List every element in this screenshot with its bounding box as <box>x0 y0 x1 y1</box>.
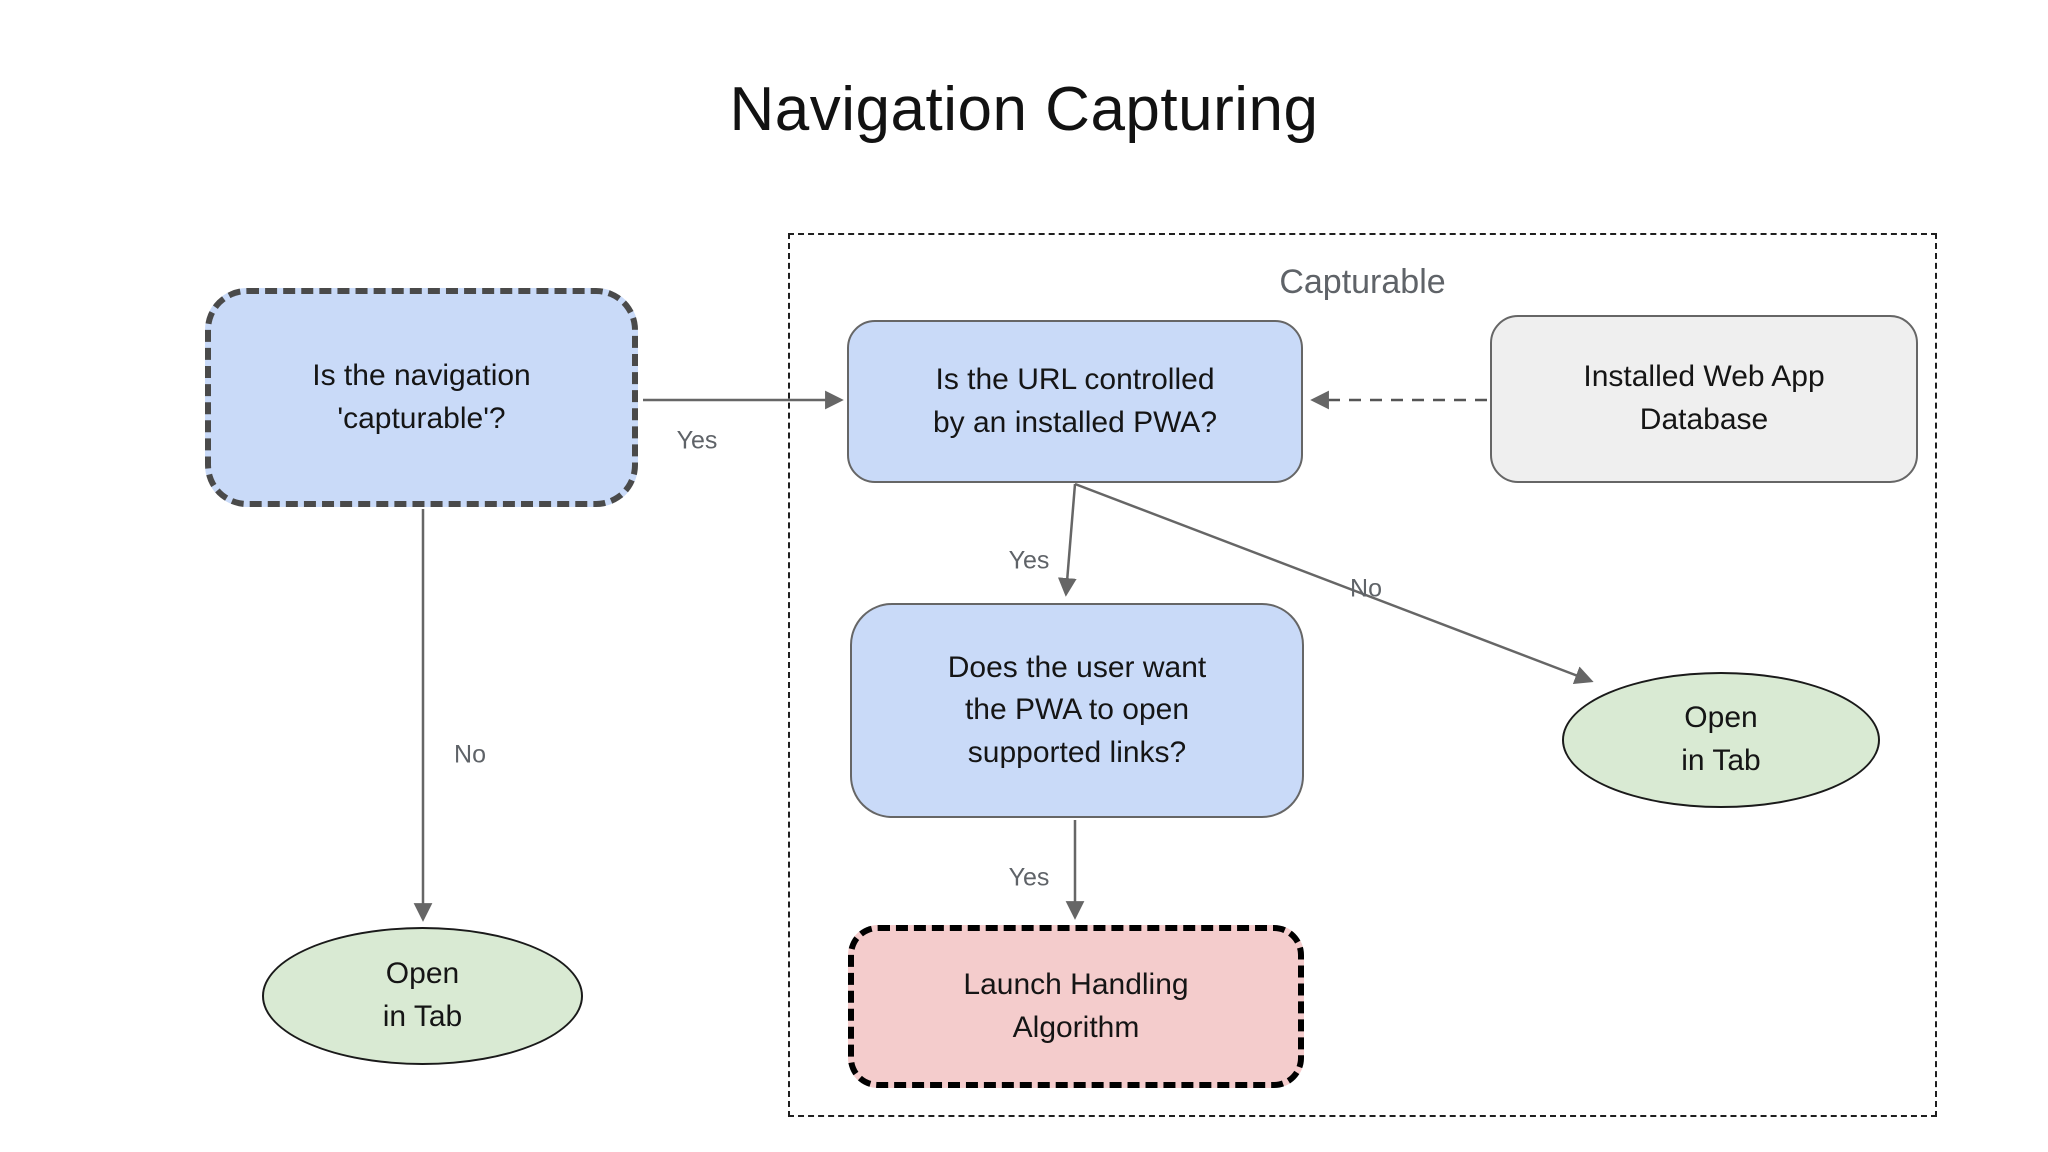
node-text-line: Installed Web App <box>1583 360 1825 394</box>
node-text-line: Launch Handling <box>963 967 1189 1001</box>
edge-url-yes <box>1057 483 1077 597</box>
node-text-line: the PWA to open <box>964 693 1190 727</box>
node-open-in-tab-right: Open in Tab <box>1562 672 1880 808</box>
node-text-line: Algorithm <box>1012 1010 1140 1044</box>
node-user-wants-pwa-open-links: Does the user want the PWA to open suppo… <box>850 603 1304 818</box>
node-installed-web-app-database: Installed Web App Database <box>1490 315 1918 483</box>
node-is-navigation-capturable: Is the navigation 'capturable'? <box>205 288 638 507</box>
node-url-controlled-by-pwa: Is the URL controlled by an installed PW… <box>847 320 1303 483</box>
node-text-line: Does the user want <box>947 650 1207 684</box>
node-launch-handling-algorithm: Launch Handling Algorithm <box>848 925 1304 1088</box>
node-open-in-tab-left: Open in Tab <box>262 927 583 1065</box>
node-text-line: 'capturable'? <box>337 401 506 435</box>
node-text-line: Open <box>385 957 460 991</box>
edge-label-yes: Yes <box>676 426 718 455</box>
node-text-line: Open <box>1684 701 1758 735</box>
capturable-group-box: Capturable <box>788 233 1937 1117</box>
node-text-line: supported links? <box>967 735 1187 769</box>
node-text-line: in Tab <box>1681 744 1761 777</box>
edge-label-no: No <box>454 740 486 769</box>
node-text-line: Database <box>1639 403 1769 436</box>
capturable-group-label: Capturable <box>1279 263 1446 301</box>
node-text-line: by an installed PWA? <box>932 405 1218 439</box>
node-text-line: in Tab <box>382 1000 463 1033</box>
node-text-line: Is the URL controlled <box>935 362 1215 396</box>
edge-label-yes: Yes <box>1008 863 1050 892</box>
edge-label-yes: Yes <box>1008 546 1050 575</box>
diagram-title: Navigation Capturing <box>729 75 1319 144</box>
edge-url-no <box>1074 482 1594 685</box>
node-text-line: Is the navigation <box>312 358 531 392</box>
edge-label-no: No <box>1350 574 1382 603</box>
